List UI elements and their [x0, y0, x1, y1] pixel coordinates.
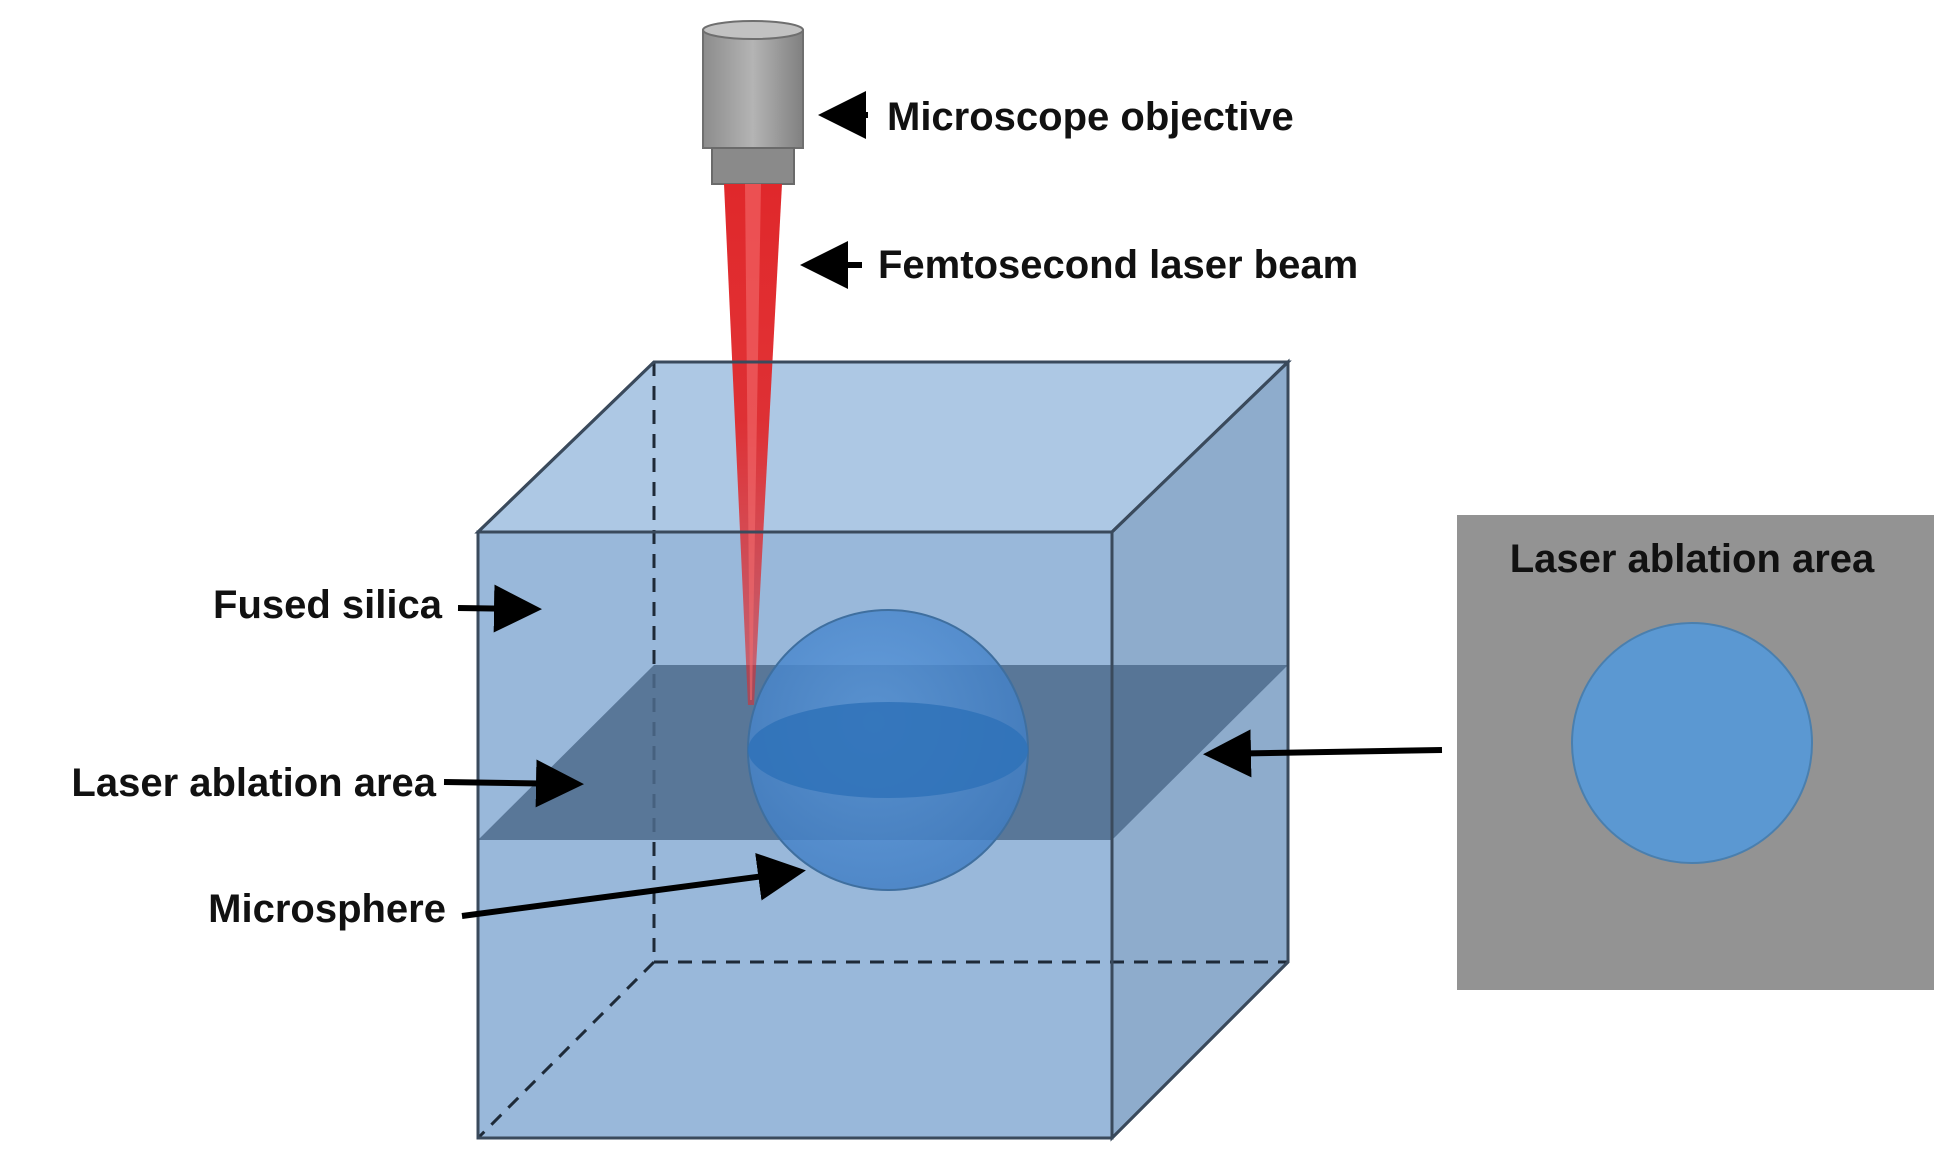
- label-microsphere: Microsphere: [208, 887, 446, 931]
- label-fused-silica: Fused silica: [213, 583, 443, 627]
- hidden-edge-bottom-diagonal: [476, 960, 656, 1140]
- objective-tip: [711, 147, 795, 185]
- ablation-inset: Laser ablation area: [1457, 515, 1934, 990]
- inset-ablation-circle: [1571, 622, 1813, 864]
- inset-title: Laser ablation area: [1510, 537, 1875, 581]
- microsphere-ablated-section: [748, 702, 1028, 798]
- objective-top: [702, 20, 804, 40]
- label-laser-ablation-area: Laser ablation area: [71, 761, 436, 805]
- microsphere-arrow: [461, 852, 806, 919]
- objective-body: [702, 23, 804, 149]
- microscope-objective: [702, 20, 804, 185]
- label-femtosecond-laser-beam: Femtosecond laser beam: [878, 243, 1358, 287]
- inset-link-arrow: [1203, 729, 1443, 778]
- label-microscope-objective: Microscope objective: [887, 95, 1294, 139]
- ablation-area-arrow: [443, 759, 584, 808]
- block-outline-top: [476, 360, 1292, 534]
- fused-silica-arrow: [457, 584, 542, 633]
- block-outline-right: [1110, 362, 1290, 1140]
- fused-silica-block: [474, 184, 1292, 1142]
- laser-beam-core: [745, 184, 761, 700]
